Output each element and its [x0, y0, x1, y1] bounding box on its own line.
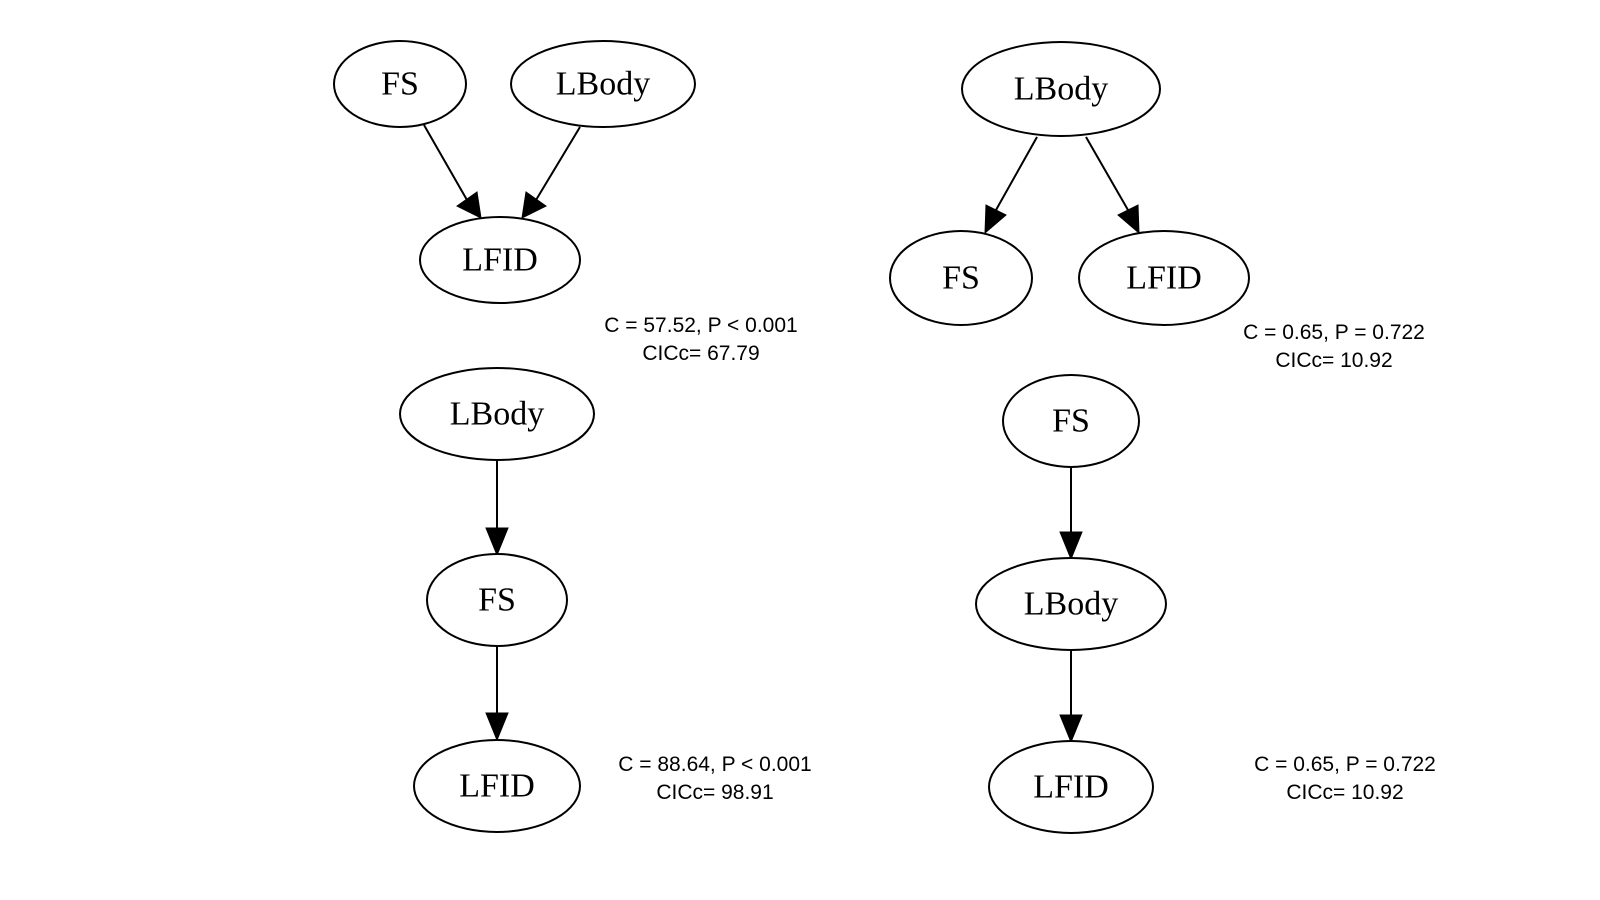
node-fs: FS: [1002, 374, 1140, 468]
diagram-4: FS LBody LFID C = 0.65, P = 0.722 CICc= …: [975, 374, 1436, 834]
edge-lbody-to-fs: [995, 136, 1038, 211]
stats-line-2: CICc= 98.91: [656, 781, 773, 804]
node-lbody: LBody: [975, 557, 1167, 651]
node-lfid-label: LFID: [1033, 769, 1109, 806]
stats-line-1: C = 0.65, P = 0.722: [1254, 753, 1436, 776]
node-fs-label: FS: [1052, 403, 1090, 440]
node-lbody: LBody: [510, 40, 696, 128]
node-fs-label: FS: [381, 66, 419, 103]
arrowhead-lbody-to-fs: [984, 204, 1007, 235]
diagram-2: LBody FS LFID C = 0.65, P = 0.722 CICc= …: [889, 41, 1425, 372]
stats-line-2: CICc= 10.92: [1275, 349, 1392, 372]
node-lbody-label: LBody: [556, 66, 650, 103]
node-lbody-label: LBody: [1024, 586, 1118, 623]
node-lbody-label: LBody: [1014, 71, 1108, 108]
stats-line-1: C = 0.65, P = 0.722: [1243, 321, 1425, 344]
node-lfid-label: LFID: [459, 768, 535, 805]
stats-line-1: C = 88.64, P < 0.001: [618, 753, 811, 776]
node-lfid: LFID: [413, 739, 581, 833]
node-fs: FS: [426, 553, 568, 647]
arrowhead-lbody-to-fs: [485, 527, 509, 557]
diagram-1: FS LBody LFID C = 57.52, P < 0.001 CICc=…: [333, 40, 798, 365]
node-fs: FS: [889, 230, 1033, 326]
node-lbody: LBody: [399, 367, 595, 461]
stats-line-1: C = 57.52, P < 0.001: [604, 314, 797, 337]
arrowhead-fs-to-lfid: [485, 712, 509, 742]
edge-lbody-to-lfid: [535, 126, 581, 201]
stats-line-2: CICc= 10.92: [1286, 781, 1403, 804]
node-fs-label: FS: [478, 582, 516, 619]
stats-line-2: CICc= 67.79: [642, 342, 759, 365]
node-fs-label: FS: [942, 260, 980, 297]
node-lbody: LBody: [961, 41, 1161, 137]
node-lfid-label: LFID: [1126, 260, 1202, 297]
arrowhead-lbody-to-lfid: [521, 191, 547, 219]
arrowhead-fs-to-lfid: [456, 191, 482, 219]
diagram-3: LBody FS LFID C = 88.64, P < 0.001 CICc=…: [399, 367, 812, 833]
arrowhead-fs-to-lbody: [1059, 531, 1083, 561]
arrowhead-lbody-to-lfid: [1117, 204, 1140, 235]
node-lbody-label: LBody: [450, 396, 544, 433]
node-lfid-label: LFID: [462, 242, 538, 279]
node-lfid: LFID: [1078, 230, 1250, 326]
node-lfid: LFID: [988, 740, 1154, 834]
edge-lbody-to-lfid: [1085, 136, 1129, 211]
node-lfid: LFID: [419, 216, 581, 304]
arrowhead-lbody-to-lfid: [1059, 714, 1083, 744]
edge-fs-to-lfid: [423, 124, 468, 201]
node-fs: FS: [333, 40, 467, 128]
